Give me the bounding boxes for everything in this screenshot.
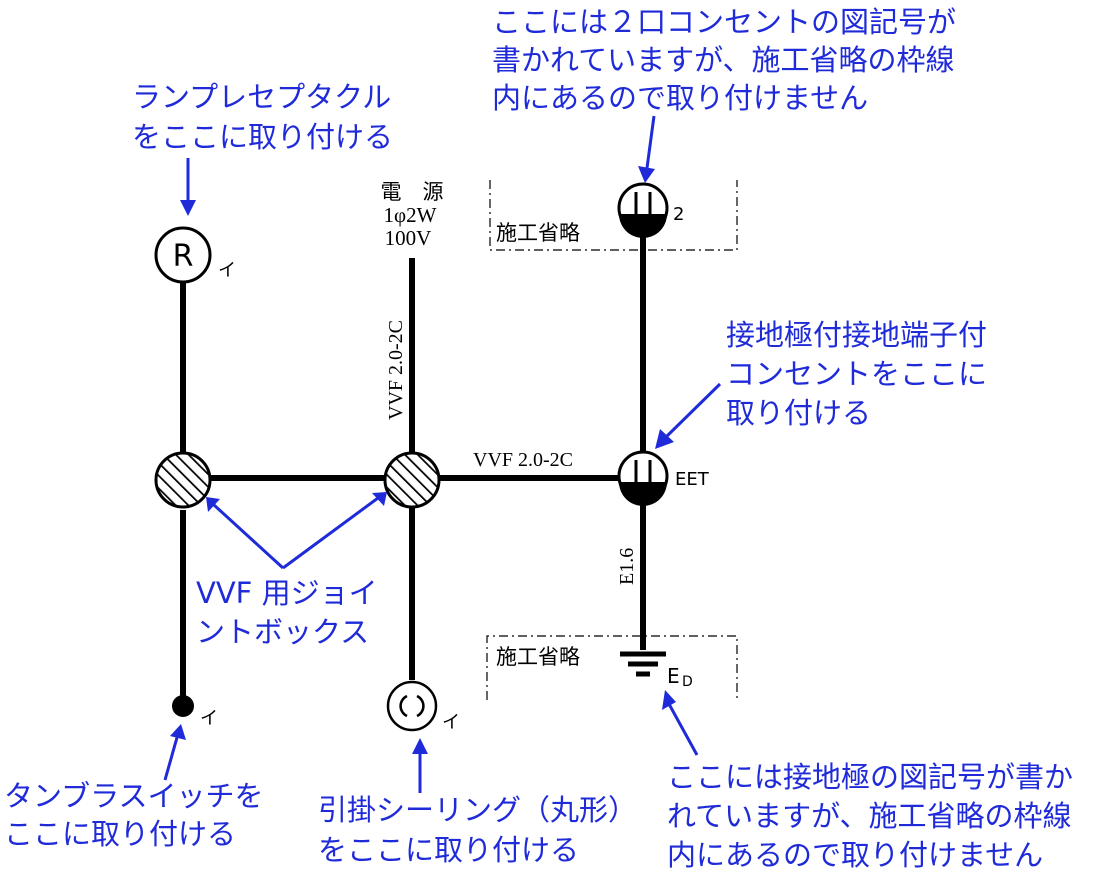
power-source-line3: 100V (385, 226, 432, 250)
switch-subscript: イ (200, 708, 218, 729)
annotation-junction: VVF 用ジョイ ントボックス (196, 576, 378, 649)
omission-box-top: 施工省略 (489, 180, 738, 251)
power-source-line1: 電 源 (381, 180, 444, 204)
annotation-junction-line2: ントボックス (196, 615, 369, 649)
annotation-outlet2-line1: ここには２口コンセントの図記号が (492, 5, 956, 39)
earth-electrode-subscript: D (682, 674, 693, 690)
tumbler-switch-symbol: イ (172, 695, 218, 729)
cable-label-vertical: VVF 2.0-2C (385, 320, 407, 420)
annotation-lamp: ランプレセプタクル をここに取り付ける (132, 80, 393, 154)
power-source-line2: 1φ2W (384, 203, 437, 227)
annotation-outlet2: ここには２口コンセントの図記号が 書かれていますが、施工省略の枠線 内にあるので… (492, 5, 956, 115)
annotation-ceiling-line2: をここに取り付ける (318, 833, 579, 867)
junction-box-hatched-icon (154, 451, 212, 509)
earth-outlet-symbol: EET (617, 450, 710, 506)
annotation-eet-line3: 取り付ける (726, 396, 871, 430)
annotation-outlet2-line2: 書かれていますが、施工省略の枠線 (492, 43, 955, 77)
cable-label-horizontal: VVF 2.0-2C (473, 449, 573, 471)
power-source-label: 電 源 1φ2W 100V (381, 180, 444, 250)
junction-box-hatched-icon (383, 451, 441, 509)
annotation-earth-line3: 内にあるので取り付けません (667, 838, 1043, 872)
annotation-switch-line2: ここに取り付ける (4, 817, 236, 851)
earth-electrode-label: E (667, 664, 680, 688)
earth-outlet-label: EET (675, 469, 710, 490)
annotation-ceiling: 引掛シーリング（丸形） をここに取り付ける (318, 793, 637, 867)
junction-box-center (383, 451, 441, 509)
annotation-outlet2-line3: 内にあるので取り付けません (492, 81, 868, 115)
annotation-lamp-line1: ランプレセプタクル (132, 80, 391, 114)
earth-ground-icon (620, 651, 666, 677)
ceiling-rosette-symbol: イ (386, 680, 460, 733)
outlet-count: 2 (673, 204, 684, 225)
omission-box-bottom: 施工省略 (486, 635, 738, 700)
annotation-switch-line1: タンブラスイッチを (4, 779, 264, 813)
annotation-junction-line1: VVF 用ジョイ (196, 576, 378, 610)
receptacle-subscript: イ (218, 260, 236, 281)
junction-box-left (154, 451, 212, 509)
annotation-earth: ここには接地極の図記号が書か れていますが、施工省略の枠線 内にあるので取り付け… (667, 760, 1073, 872)
receptacle-letter: R (173, 239, 194, 274)
annotation-lamp-line2: をここに取り付ける (132, 120, 393, 154)
annotation-eet-line2: コンセントをここに (726, 357, 987, 391)
annotation-earth-line1: ここには接地極の図記号が書か (667, 760, 1073, 794)
cable-label-earth: E1.6 (616, 548, 638, 585)
receptacle-circle-icon (154, 226, 212, 284)
earth-electrode-symbol: E D (620, 651, 693, 690)
omission-label-bottom: 施工省略 (496, 645, 580, 669)
annotation-eet-line1: 接地極付接地端子付 (726, 318, 987, 352)
omission-frame-top (489, 180, 738, 251)
omission-frame-bottom (486, 635, 738, 700)
ceiling-rosette-icon (386, 680, 438, 732)
ceiling-subscript: イ (442, 712, 460, 733)
annotation-earth-line2: れていますが、施工省略の枠線 (667, 799, 1072, 833)
annotation-eet: 接地極付接地端子付 コンセントをここに 取り付ける (726, 318, 987, 430)
annotation-ceiling-line1: 引掛シーリング（丸形） (318, 793, 637, 827)
double-outlet-symbol: 2 (617, 182, 684, 238)
lamp-receptacle-symbol: R イ (154, 226, 236, 284)
omission-label-top: 施工省略 (496, 221, 580, 245)
annotation-arrows (163, 115, 722, 793)
switch-dot-icon (172, 695, 194, 717)
annotation-switch: タンブラスイッチを ここに取り付ける (4, 779, 264, 851)
